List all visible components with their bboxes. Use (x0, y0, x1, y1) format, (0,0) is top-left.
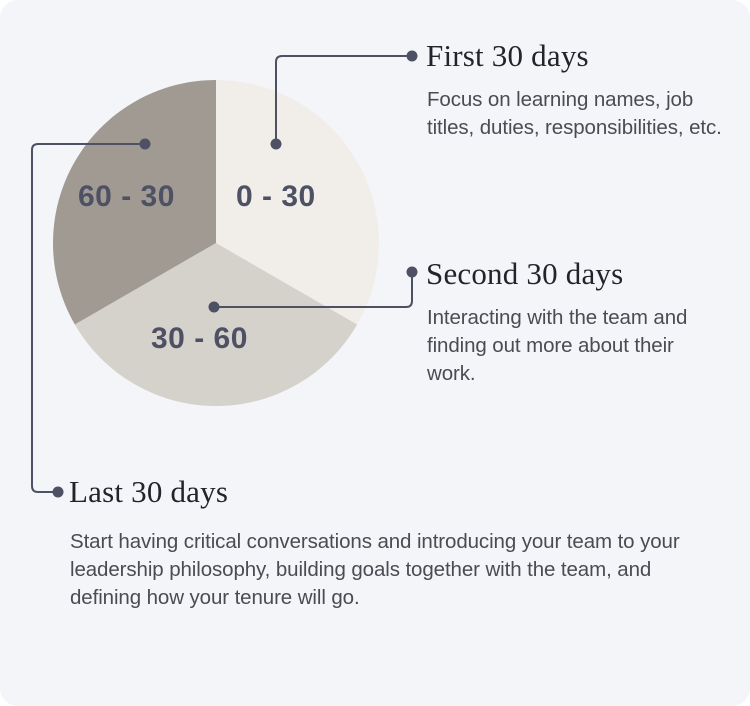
callout-title-second: Second 30 days (426, 256, 624, 291)
callout-body-second: Interacting with the team and finding ou… (427, 306, 688, 385)
connector-dot-first-text (406, 50, 418, 62)
pie-label-0-30: 0 - 30 (236, 180, 316, 213)
callout-title-first: First 30 days (426, 38, 589, 73)
pie-chart-svg (53, 80, 379, 406)
connector-dot-last-text (52, 486, 64, 498)
pie-label-30-60: 30 - 60 (151, 322, 248, 355)
pie-label-60-30: 60 - 30 (78, 180, 175, 213)
callout-body-last: Start having critical conversations and … (70, 530, 680, 609)
callout-title-last: Last 30 days (69, 474, 229, 509)
callout-body-first: Focus on learning names, job titles, dut… (427, 88, 722, 139)
connector-dot-second-text (406, 266, 418, 278)
pie-chart (53, 80, 379, 406)
